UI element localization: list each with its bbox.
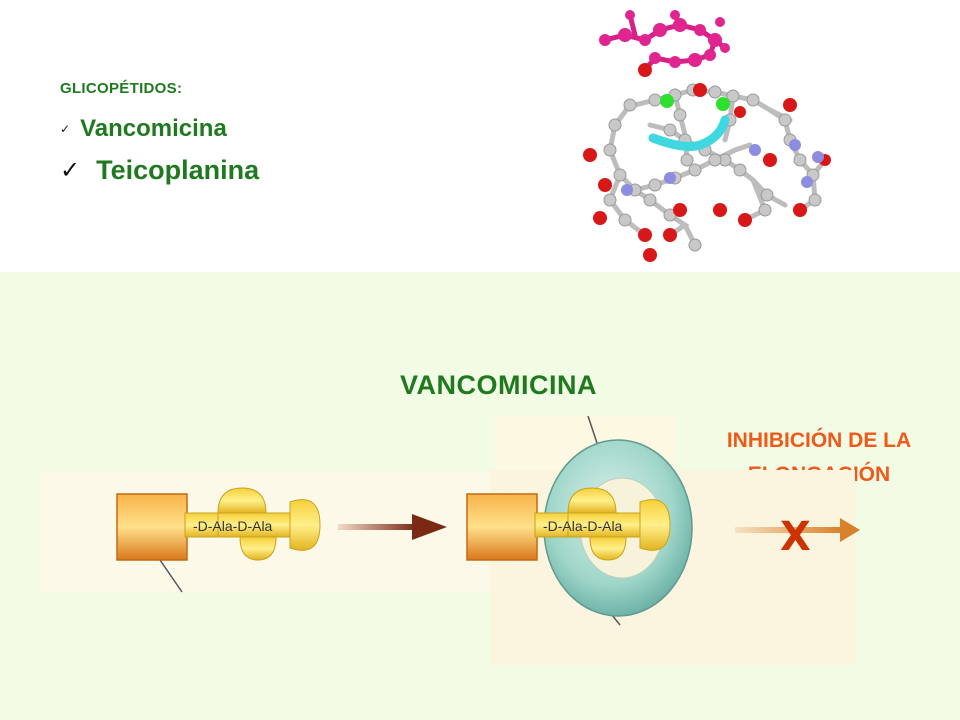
arrow-icon [338,514,447,540]
diagram-title: VANCOMICINA [400,370,597,400]
list-item-label: Teicoplanina [96,155,260,185]
list-heading: GLICOPÉTIDOS: [60,80,183,97]
mechanism-diagram: -D-Ala-D-Ala -D-Ala-D-Ala X [40,415,860,665]
peptidoglycan-unit-left: -D-Ala-D-Ala [116,487,321,561]
peptide-label-right: -D-Ala-D-Ala [543,518,623,534]
blocked-arrow-icon [735,518,860,542]
top-panel: GLICOPÉTIDOS: ✓ Vancomicina ✓ Teicoplani… [0,0,960,272]
list-item-label: Vancomicina [80,115,227,142]
molecule-image [583,10,831,262]
checkmark-icon: ✓ [60,122,71,136]
list-item-vancomicina: ✓ Vancomicina [60,115,227,143]
peptidoglycan-unit-right: -D-Ala-D-Ala [466,487,671,561]
x-block-icon: X [780,514,811,560]
list-item-teicoplanina: ✓ Teicoplanina [60,155,259,186]
checkmark-icon: ✓ [60,157,81,184]
peptide-label-left: -D-Ala-D-Ala [193,518,273,534]
